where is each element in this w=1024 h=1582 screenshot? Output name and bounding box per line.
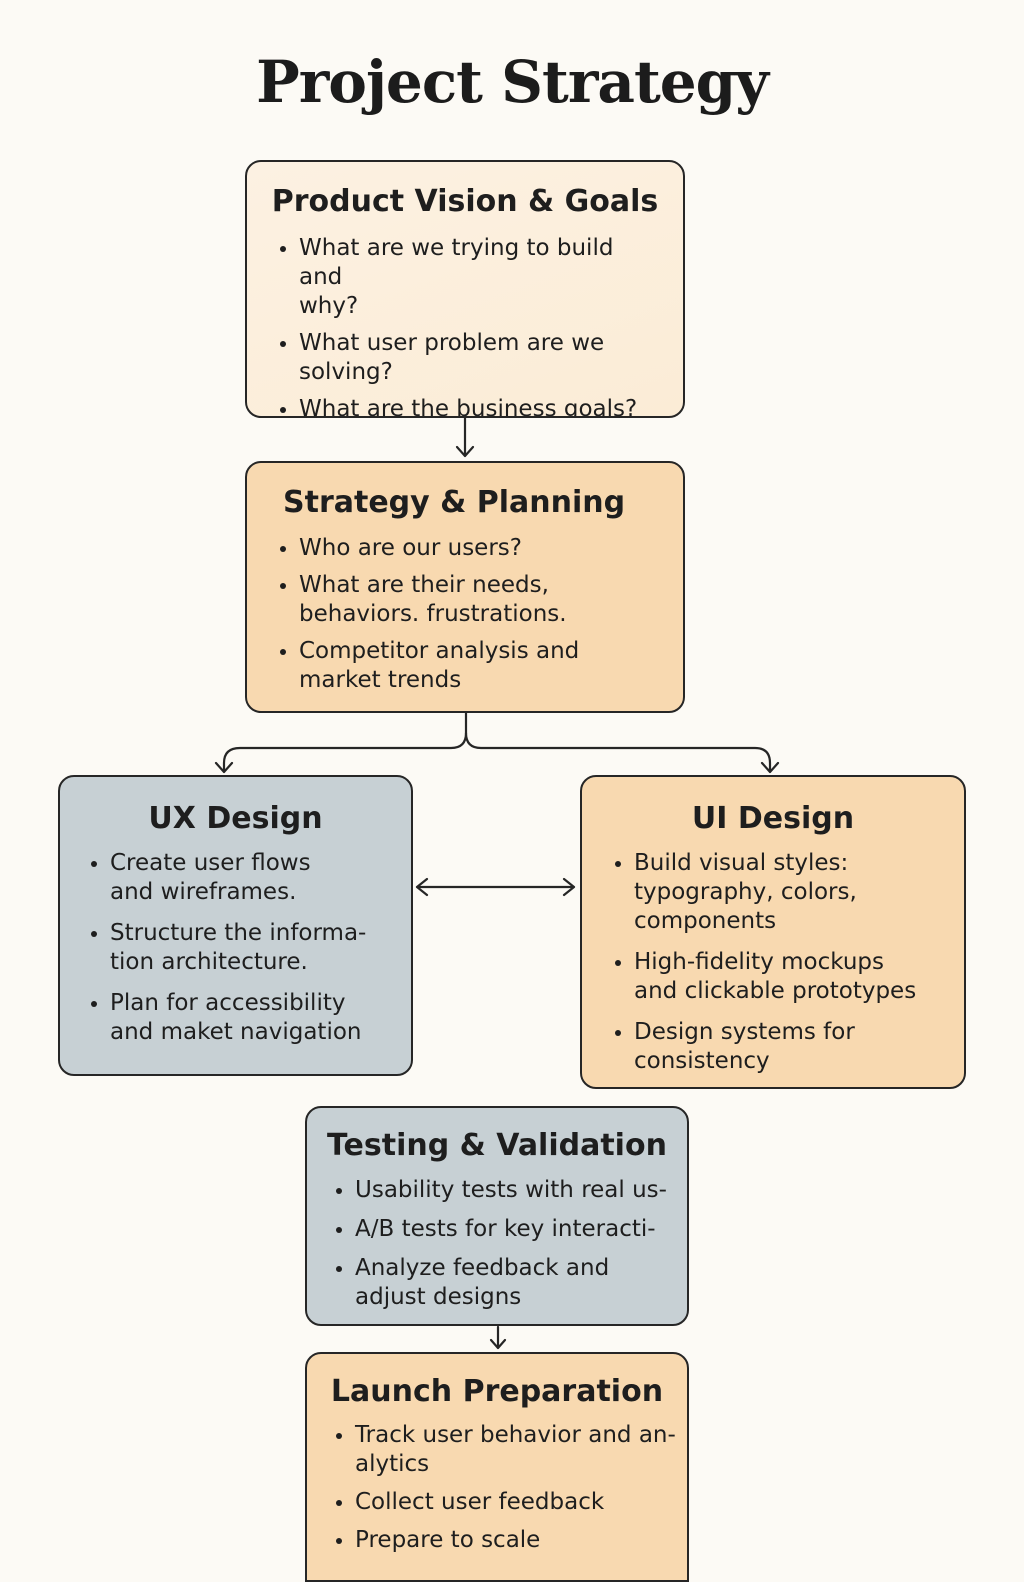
bullet-item: A/B tests for key interacti- (333, 1215, 679, 1244)
arrow-vision-to-strategy (455, 416, 475, 458)
arrow-ux-ui-bidirectional (415, 877, 576, 897)
bullet-item: Who are our users? (277, 534, 663, 563)
node-bullet-list: What are we trying to build and why? Wha… (277, 234, 663, 418)
bullet-text: Build visual styles: (634, 850, 849, 876)
bullet-item: Track user behavior and an- alytics (333, 1421, 679, 1479)
bullet-text: Create user flows (110, 850, 311, 876)
bullet-text: Plan for accessibility (110, 990, 346, 1016)
node-testing-validation: Testing & Validation Usability tests wit… (305, 1106, 689, 1326)
bullet-text: Usability tests with real us- (355, 1177, 667, 1203)
bullet-item: Plan for accessibility and maket navigat… (88, 989, 397, 1047)
bullet-text: Track user behavior and an- (355, 1422, 676, 1448)
bullet-text: What are their needs, (299, 572, 549, 598)
bullet-text: adjust designs (355, 1284, 522, 1310)
arrow-strategy-to-ux (214, 711, 468, 774)
bullet-text: behaviors. frustrations. (299, 601, 567, 627)
node-bullet-list: Who are our users? What are their needs,… (277, 534, 663, 703)
node-ui-design: UI Design Build visual styles: typograph… (580, 775, 966, 1089)
bullet-text: and maket navigation (110, 1019, 362, 1045)
bullet-text: Design systems for (634, 1019, 855, 1045)
bullet-item: Structure the informa- tion architecture… (88, 919, 397, 977)
bullet-text: components (634, 908, 777, 934)
bullet-item: Collect user feedback (333, 1488, 679, 1517)
bullet-text: consistency (634, 1048, 770, 1074)
node-bullet-list: Track user behavior and an- alytics Coll… (333, 1421, 679, 1564)
node-title: Strategy & Planning (283, 485, 626, 520)
bullet-text: What are we trying to build and (299, 235, 614, 290)
bullet-text: What user problem are we (299, 330, 605, 356)
bullet-item: Competitor analysis and market trends (277, 637, 663, 695)
bullet-item: High-fidelity mockups and clickable prot… (612, 948, 954, 1006)
bullet-item: What are we trying to build and why? (277, 234, 663, 321)
node-title: UX Design (148, 801, 323, 836)
arrow-testing-to-launch (489, 1325, 507, 1350)
bullet-text: market trends (299, 667, 462, 693)
node-ux-design: UX Design Create user flows and wirefram… (58, 775, 413, 1076)
page-title: Project Strategy (256, 48, 769, 116)
node-title: Launch Preparation (330, 1374, 664, 1409)
bullet-item: What are the business goals? (277, 395, 663, 418)
bullet-text: and wireframes. (110, 879, 297, 905)
bullet-text: tion architecture. (110, 949, 308, 975)
bullet-text: Structure the informa- (110, 920, 367, 946)
node-launch-preparation: Launch Preparation Track user behavior a… (305, 1352, 689, 1582)
node-strategy-planning: Strategy & Planning Who are our users? W… (245, 461, 685, 713)
node-bullet-list: Build visual styles: typography, colors,… (612, 849, 954, 1087)
bullet-text: and clickable prototypes (634, 978, 917, 1004)
bullet-text: typography, colors, (634, 879, 857, 905)
node-title: Product Vision & Goals (271, 184, 659, 219)
node-title: UI Design (691, 801, 855, 836)
bullet-item: What are their needs, behaviors. frustra… (277, 571, 663, 629)
bullet-text: solving? (299, 359, 393, 385)
bullet-item: Design systems for consistency (612, 1018, 954, 1076)
bullet-text: Analyze feedback and (355, 1255, 610, 1281)
bullet-text: Prepare to scale (355, 1527, 541, 1553)
bullet-text: alytics (355, 1451, 430, 1477)
bullet-text: Who are our users? (299, 535, 522, 561)
bullet-text: Collect user feedback (355, 1489, 605, 1515)
bullet-item: Analyze feedback and adjust designs (333, 1254, 679, 1312)
bullet-item: What user problem are we solving? (277, 329, 663, 387)
bullet-text: Competitor analysis and (299, 638, 580, 664)
bullet-text: What are the business goals? (299, 396, 638, 418)
bullet-text: A/B tests for key interacti- (355, 1216, 656, 1242)
bullet-item: Usability tests with real us- (333, 1176, 679, 1205)
node-bullet-list: Usability tests with real us- A/B tests … (333, 1176, 679, 1322)
bullet-item: Prepare to scale (333, 1526, 679, 1555)
bullet-item: Build visual styles: typography, colors,… (612, 849, 954, 936)
bullet-text: High-fidelity mockups (634, 949, 885, 975)
arrow-strategy-to-ui (464, 731, 780, 774)
bullet-text: why? (299, 293, 359, 319)
node-title: Testing & Validation (327, 1128, 667, 1163)
node-product-vision: Product Vision & Goals What are we tryin… (245, 160, 685, 418)
node-bullet-list: Create user flows and wireframes. Struct… (88, 849, 397, 1059)
bullet-item: Create user flows and wireframes. (88, 849, 397, 907)
